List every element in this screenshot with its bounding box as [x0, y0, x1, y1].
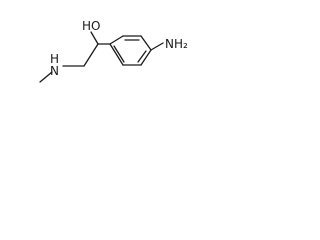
ring-double-bond-left [113, 45, 125, 63]
benzene-ring [109, 35, 152, 66]
ring-double-bond-right [137, 50, 147, 63]
bond-carbinol-to-ch2 [83, 43, 99, 67]
bond-n-to-methyl [39, 71, 53, 83]
amine-primary-label: NH₂ [165, 37, 188, 51]
ring-bond-right-lower [140, 49, 152, 66]
hydroxyl-label: HO [82, 19, 100, 33]
bond-ring-to-nh2 [150, 42, 164, 51]
amine-secondary-h-label: H [50, 52, 59, 66]
ring-bond-top-left [109, 35, 124, 45]
ring-bond-right-upper [140, 35, 152, 51]
amine-secondary-n-label: N [50, 64, 59, 78]
bond-carbinol-to-oh [90, 31, 99, 45]
chemical-structure-diagram: HO H N NH₂ [39, 19, 188, 83]
ring-bond-bottom-left [109, 43, 124, 66]
